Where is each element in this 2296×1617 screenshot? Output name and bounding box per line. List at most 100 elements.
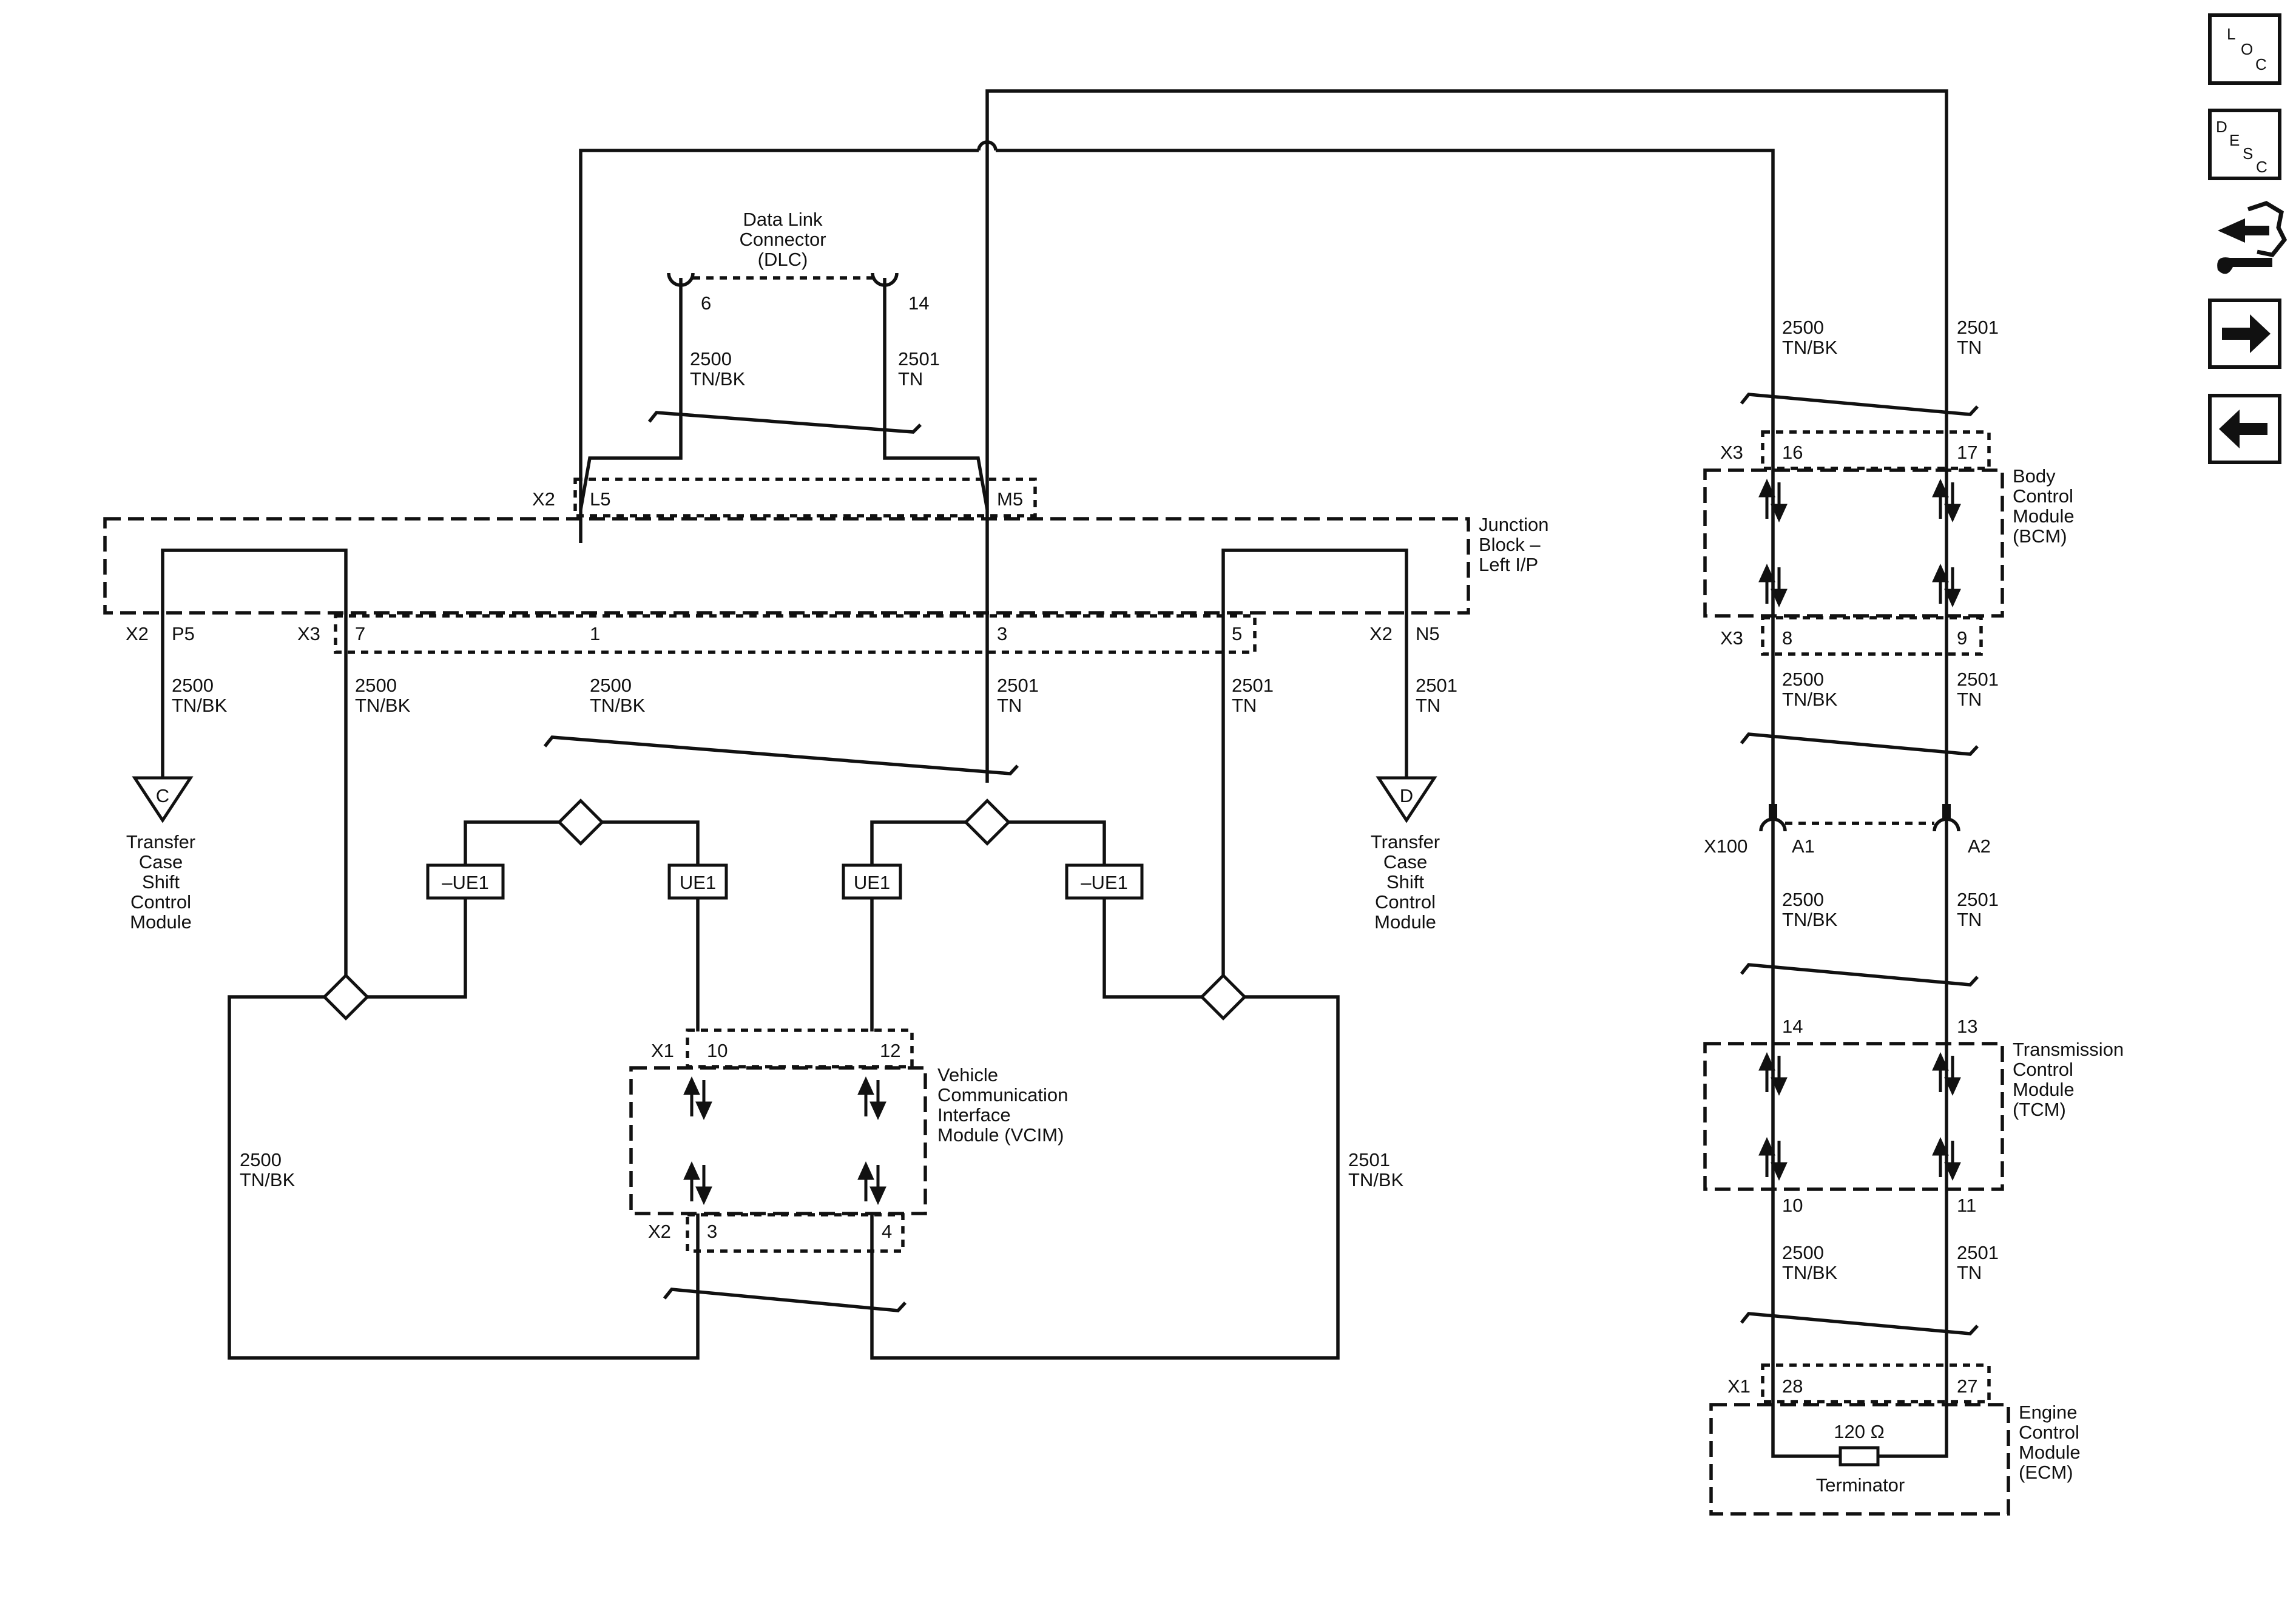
dlc-pin-14: 14 xyxy=(908,292,929,314)
svg-text:2501: 2501 xyxy=(1348,1149,1390,1170)
splice-pack-bottom-left xyxy=(322,973,370,1021)
svg-text:Module: Module xyxy=(2013,1079,2075,1100)
vcim-pin-12: 12 xyxy=(880,1040,900,1061)
svg-text:2500: 2500 xyxy=(1782,317,1824,338)
wire-jb-loop-left xyxy=(161,549,348,995)
option-neg-ue1-left: –UE1 xyxy=(426,863,505,900)
svg-text:TN/BK: TN/BK xyxy=(172,695,228,716)
wire-label-bcm-out-2501: 2501 TN xyxy=(1957,669,1999,710)
wire-label-pin7: 2500 TN/BK xyxy=(355,675,411,716)
svg-text:TN/BK: TN/BK xyxy=(690,368,746,390)
option-ue1-left: UE1 xyxy=(667,863,728,900)
wire-label-n5: 2501 TN xyxy=(1416,675,1457,716)
wire-label-pin1: 2500 TN/BK xyxy=(590,675,646,716)
svg-text:2501: 2501 xyxy=(997,675,1039,696)
svg-text:L: L xyxy=(2227,25,2235,43)
tcm-outline xyxy=(1703,1042,2004,1191)
svg-text:Module (VCIM): Module (VCIM) xyxy=(937,1124,1064,1146)
svg-text:2500: 2500 xyxy=(1782,669,1824,690)
svg-text:C: C xyxy=(2255,55,2267,73)
data-flow-arrows xyxy=(857,1161,886,1206)
data-flow-arrows xyxy=(1932,1052,1961,1096)
jb-pin-7: 7 xyxy=(355,623,365,644)
x100-pin-a2: A2 xyxy=(1968,836,1991,857)
dlc-connector xyxy=(667,272,899,287)
svg-text:Control: Control xyxy=(1375,891,1436,913)
wire-neg-ue1-left xyxy=(346,898,467,999)
svg-text:Communication: Communication xyxy=(937,1084,1068,1106)
x100-pin-a1: A1 xyxy=(1792,836,1815,857)
desc-button[interactable]: D E S C xyxy=(2208,109,2281,180)
svg-text:Engine: Engine xyxy=(2019,1402,2078,1423)
wire-dlc-14 xyxy=(883,278,989,510)
junction-block-label: Junction Block – Left I/P xyxy=(1479,514,1548,575)
jb-pin-l5: L5 xyxy=(590,488,610,510)
svg-text:TN/BK: TN/BK xyxy=(1782,689,1838,710)
wire-label-pin3: 2501 TN xyxy=(997,675,1039,716)
svg-text:–UE1: –UE1 xyxy=(442,872,489,893)
svg-text:TN: TN xyxy=(1957,909,1982,930)
dlc-pin-6: 6 xyxy=(701,292,711,314)
data-flow-arrows xyxy=(1758,563,1788,608)
tcm-pin-13: 13 xyxy=(1957,1016,1977,1037)
twist-markers xyxy=(543,393,1979,1335)
svg-text:Case: Case xyxy=(139,851,183,873)
svg-text:2501: 2501 xyxy=(1957,889,1999,910)
vcim-x1-label: X1 xyxy=(651,1040,674,1061)
svg-text:TN/BK: TN/BK xyxy=(240,1169,295,1190)
arrow-left-icon xyxy=(2219,410,2267,448)
svg-text:TN/BK: TN/BK xyxy=(590,695,646,716)
transfer-case-d-symbol: D xyxy=(1376,771,1437,823)
jb-x2-top-label: X2 xyxy=(532,488,555,510)
svg-text:Module: Module xyxy=(130,911,192,933)
tcm-pin-11: 11 xyxy=(1957,1195,1976,1216)
data-flow-arrows xyxy=(683,1161,712,1206)
svg-text:2500: 2500 xyxy=(240,1149,282,1170)
loc-button[interactable]: L O C xyxy=(2208,13,2281,85)
tcm-label: Transmission Control Module (TCM) xyxy=(2013,1039,2124,1120)
svg-text:2500: 2500 xyxy=(1782,1242,1824,1263)
svg-text:D: D xyxy=(2216,118,2227,136)
jb-x2-left-label: X2 xyxy=(126,623,149,644)
svg-text:UE1: UE1 xyxy=(854,872,890,893)
wire-label-bcm-out-2500: 2500 TN/BK xyxy=(1782,669,1838,710)
svg-text:Interface: Interface xyxy=(937,1104,1011,1126)
svg-text:2500: 2500 xyxy=(690,348,732,370)
junction-block-x2-top xyxy=(573,478,1037,518)
connector-end-view-icon[interactable] xyxy=(2217,201,2288,274)
svg-text:Module: Module xyxy=(2019,1442,2081,1463)
svg-text:(ECM): (ECM) xyxy=(2019,1462,2073,1483)
next-arrow-button[interactable] xyxy=(2208,299,2281,369)
bcm-pin-17: 17 xyxy=(1957,442,1977,463)
svg-text:Connector: Connector xyxy=(739,229,826,250)
vcim-x2-connector xyxy=(686,1213,905,1253)
splice-pack-bottom-right xyxy=(1200,973,1247,1021)
svg-text:2500: 2500 xyxy=(355,675,397,696)
vcim-label: Vehicle Communication Interface Module (… xyxy=(937,1064,1068,1146)
bcm-x3-bottom-connector xyxy=(1761,616,1983,656)
data-flow-arrows xyxy=(1758,1136,1788,1181)
tcm-pin-10: 10 xyxy=(1782,1195,1803,1216)
wire-label-dlc-2501: 2501 TN xyxy=(898,348,940,390)
jb-pin-m5: M5 xyxy=(997,488,1023,510)
svg-text:TN/BK: TN/BK xyxy=(1782,337,1838,358)
splice-pack-left xyxy=(557,798,604,846)
svg-text:Shift: Shift xyxy=(142,871,180,893)
svg-text:Shift: Shift xyxy=(1386,871,1424,893)
svg-text:TN/BK: TN/BK xyxy=(1782,1262,1838,1283)
terminator-resistor xyxy=(1838,1446,1880,1467)
bcm-pin-16: 16 xyxy=(1782,442,1803,463)
wire-2501-top xyxy=(985,89,1948,783)
wire-label-bcm-in-2500: 2500 TN/BK xyxy=(1782,317,1838,358)
svg-text:TN: TN xyxy=(1232,695,1257,716)
svg-text:2500: 2500 xyxy=(590,675,632,696)
back-arrow-button[interactable] xyxy=(2208,394,2281,464)
svg-text:Case: Case xyxy=(1383,851,1427,873)
svg-text:2501: 2501 xyxy=(1957,317,1999,338)
svg-text:TN: TN xyxy=(1957,337,1982,358)
vcim-pin-4: 4 xyxy=(882,1221,892,1242)
wire-right-column xyxy=(1771,419,1948,1458)
jb-pin-5: 5 xyxy=(1232,623,1242,644)
svg-text:TN: TN xyxy=(1957,1262,1982,1283)
